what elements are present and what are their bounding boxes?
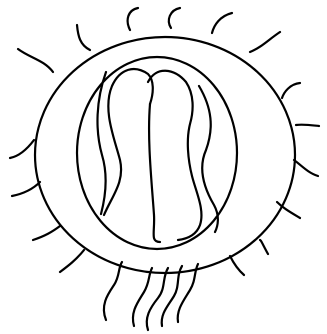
cilium xyxy=(169,8,180,28)
cilium xyxy=(18,49,53,72)
cilium xyxy=(296,125,319,126)
tail-flagellum xyxy=(133,268,152,326)
inner-strand-center-lobe xyxy=(148,71,201,240)
cilium xyxy=(10,140,34,158)
cilium xyxy=(260,240,268,254)
tail-flagellum xyxy=(104,262,122,320)
outer-membrane xyxy=(35,37,295,273)
cilium xyxy=(294,160,318,176)
inner-strand-left xyxy=(97,72,106,214)
cilium xyxy=(60,250,84,272)
cilium xyxy=(230,256,244,275)
cilium xyxy=(12,182,40,196)
inner-strand-center xyxy=(149,104,160,242)
cilium xyxy=(33,226,60,240)
cilium xyxy=(212,13,232,33)
inner-strand-left-lobe xyxy=(104,69,153,215)
cilium xyxy=(128,8,138,30)
cilium xyxy=(282,83,300,98)
cilium xyxy=(77,25,90,50)
cilium xyxy=(250,32,280,52)
